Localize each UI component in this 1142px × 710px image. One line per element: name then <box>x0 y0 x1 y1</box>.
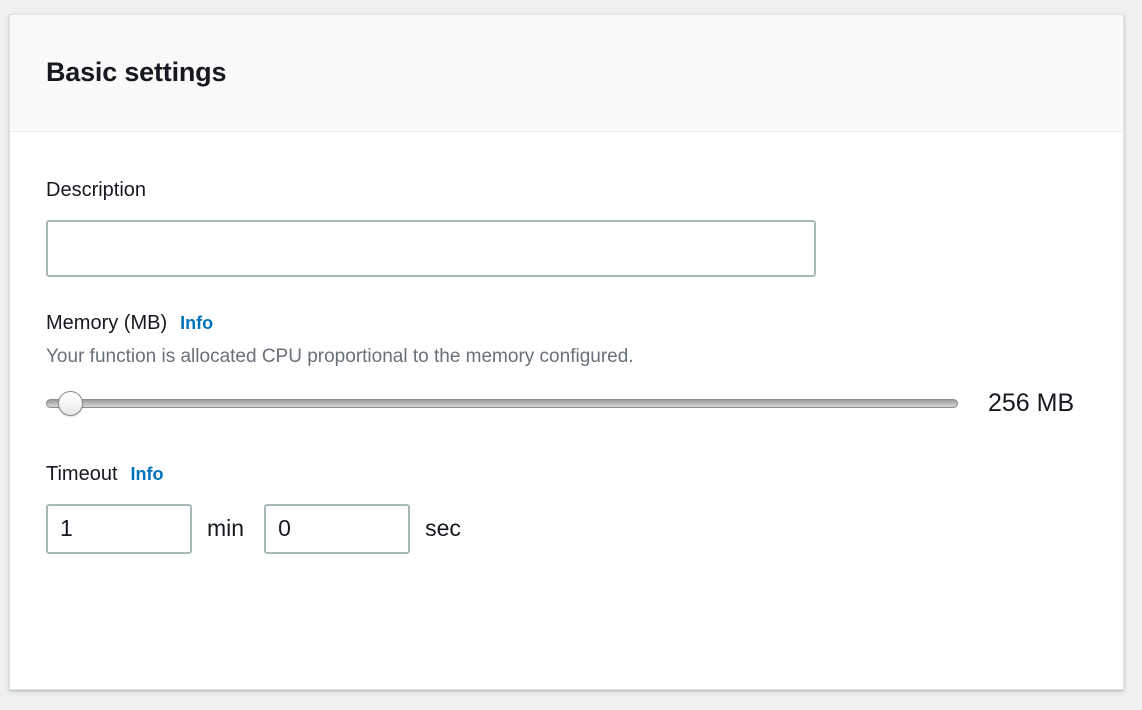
timeout-inputs-row: min sec <box>46 503 1087 554</box>
description-label-row: Description <box>46 178 1087 203</box>
memory-slider-row: 256 MB <box>46 389 1087 418</box>
memory-form-group: Memory (MB) Info Your function is alloca… <box>46 311 1087 418</box>
timeout-minutes-input[interactable] <box>46 503 192 554</box>
description-label: Description <box>46 179 147 201</box>
card-body: Description Memory (MB) Info Your functi… <box>10 132 1123 554</box>
memory-label: Memory (MB) <box>46 312 168 334</box>
description-form-group: Description <box>46 178 1087 277</box>
basic-settings-card: Basic settings Description Memory (MB) I… <box>9 14 1124 690</box>
timeout-form-group: Timeout Info min sec <box>46 462 1087 554</box>
memory-hint: Your function is allocated CPU proportio… <box>46 346 634 367</box>
timeout-minutes-unit: min <box>207 515 245 542</box>
memory-info-link[interactable]: Info <box>180 313 214 333</box>
timeout-seconds-input[interactable] <box>264 503 411 554</box>
timeout-label: Timeout <box>46 462 118 485</box>
page-title: Basic settings <box>46 57 227 88</box>
memory-slider[interactable] <box>46 390 958 417</box>
memory-value-label: 256 MB <box>988 388 1075 417</box>
timeout-info-link[interactable]: Info <box>130 463 164 484</box>
timeout-seconds-unit: sec <box>425 515 461 542</box>
description-input[interactable] <box>46 220 816 277</box>
timeout-label-row: Timeout Info <box>46 462 1087 487</box>
card-header: Basic settings <box>10 15 1123 132</box>
memory-label-row: Memory (MB) Info <box>46 311 1087 336</box>
